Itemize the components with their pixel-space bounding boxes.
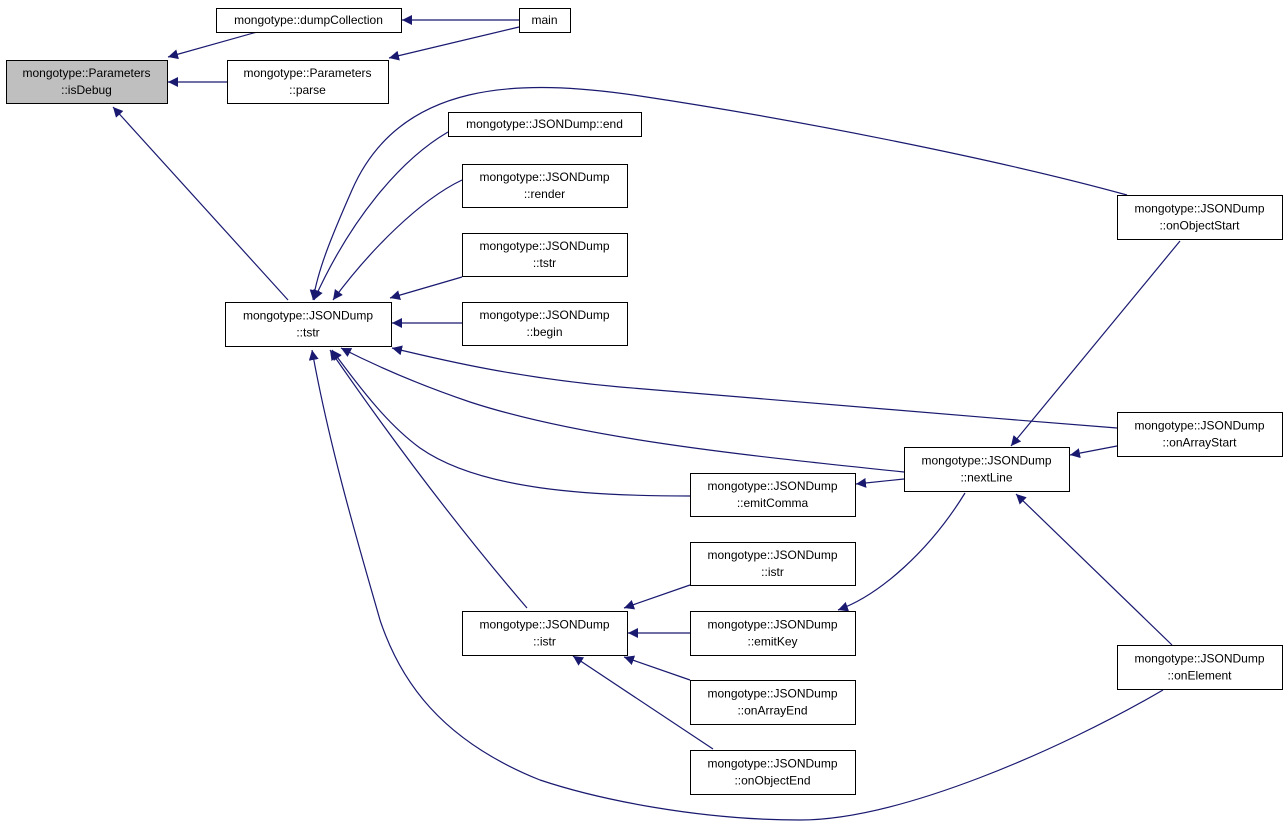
node-box	[1117, 195, 1283, 240]
node-label: ::istr	[533, 635, 556, 649]
node-onArrayEnd[interactable]: mongotype::JSONDump::onArrayEnd	[690, 680, 856, 725]
node-label: ::onArrayStart	[1162, 436, 1237, 450]
node-box	[690, 750, 856, 795]
node-label: ::onArrayEnd	[737, 704, 807, 718]
edge-end-to-tstr_main	[313, 131, 449, 301]
edge-nextLine-to-tstr_main	[340, 347, 905, 473]
edge-layer	[112, 15, 1181, 821]
node-label: ::emitKey	[747, 635, 797, 649]
edge-onObjectStart-to-nextLine	[1010, 240, 1181, 447]
node-emitComma[interactable]: mongotype::JSONDump::emitComma	[690, 473, 856, 517]
node-label: ::begin	[526, 325, 562, 339]
node-box	[519, 8, 571, 33]
node-label: mongotype::JSONDump::end	[466, 117, 623, 131]
node-label: ::parse	[289, 83, 326, 97]
edge-istr_main-to-tstr_main	[329, 349, 528, 609]
edge-tstr2-to-tstr_main	[389, 276, 463, 300]
node-box	[462, 233, 628, 277]
node-onObjectEnd[interactable]: mongotype::JSONDump::onObjectEnd	[690, 750, 856, 795]
node-onObjectStart[interactable]: mongotype::JSONDump::onObjectStart	[1117, 195, 1283, 240]
node-label: mongotype::JSONDump	[707, 479, 837, 493]
node-label: ::onElement	[1167, 669, 1232, 683]
node-label: mongotype::JSONDump	[1134, 652, 1264, 666]
edge-onElement-to-nextLine	[1015, 493, 1173, 646]
node-label: mongotype::JSONDump	[1134, 419, 1264, 433]
node-label: ::tstr	[533, 256, 556, 270]
node-onArrayStart[interactable]: mongotype::JSONDump::onArrayStart	[1117, 412, 1283, 457]
node-label: ::istr	[761, 565, 784, 579]
edge-nextLine-to-emitKey	[837, 492, 966, 612]
node-onElement[interactable]: mongotype::JSONDump::onElement	[1117, 645, 1283, 690]
edge-onArrayStart-to-tstr_main	[391, 345, 1118, 429]
node-label: main	[531, 13, 557, 27]
node-box	[462, 164, 628, 208]
node-begin[interactable]: mongotype::JSONDump::begin	[462, 302, 628, 346]
node-label: mongotype::JSONDump	[479, 308, 609, 322]
edge-nextLine-to-emitComma	[855, 477, 905, 488]
node-label: ::render	[524, 187, 565, 201]
node-label: ::onObjectStart	[1159, 219, 1240, 233]
edge-tstr_main-to-isDebug	[112, 106, 289, 301]
node-box	[690, 680, 856, 725]
node-label: mongotype::Parameters	[243, 66, 371, 80]
node-label: ::nextLine	[960, 471, 1012, 485]
node-label: mongotype::JSONDump	[479, 170, 609, 184]
node-box	[216, 8, 402, 33]
node-main[interactable]: main	[519, 8, 571, 33]
edge-onObjectEnd-to-istr_main	[572, 655, 714, 750]
node-box	[690, 542, 856, 586]
node-isDebug[interactable]: mongotype::Parameters::isDebug	[6, 60, 168, 104]
node-label: mongotype::JSONDump	[921, 454, 1051, 468]
edge-onArrayStart-to-nextLine	[1069, 445, 1118, 459]
node-label: mongotype::JSONDump	[707, 687, 837, 701]
node-nextLine[interactable]: mongotype::JSONDump::nextLine	[904, 447, 1070, 492]
node-box	[227, 60, 389, 104]
node-box	[904, 447, 1070, 492]
node-label: mongotype::JSONDump	[479, 618, 609, 632]
node-label: mongotype::dumpCollection	[234, 13, 383, 27]
edge-onObjectStart-to-tstr_main	[309, 86, 1128, 301]
node-box	[225, 302, 392, 347]
node-layer: mongotype::Parameters::isDebugmongotype:…	[6, 8, 1283, 795]
node-tstr_main[interactable]: mongotype::JSONDump::tstr	[225, 302, 392, 347]
node-label: mongotype::JSONDump	[243, 309, 373, 323]
node-label: ::emitComma	[737, 496, 809, 510]
node-label: mongotype::JSONDump	[479, 239, 609, 253]
node-box	[448, 112, 642, 137]
node-box	[1117, 645, 1283, 690]
node-box	[1117, 412, 1283, 457]
node-label: ::isDebug	[61, 83, 112, 97]
edge-main-to-parse	[388, 26, 520, 61]
node-box	[462, 302, 628, 346]
edge-onElement-to-tstr_main	[308, 349, 1164, 821]
node-label: mongotype::JSONDump	[707, 757, 837, 771]
edge-emitComma-to-tstr_main	[331, 349, 691, 497]
node-istr_right[interactable]: mongotype::JSONDump::istr	[690, 542, 856, 586]
edge-render-to-tstr_main	[332, 179, 463, 301]
node-label: ::onObjectEnd	[734, 774, 810, 788]
edge-dumpCollection-to-isDebug	[167, 31, 258, 60]
node-dumpCollection[interactable]: mongotype::dumpCollection	[216, 8, 402, 33]
node-box	[690, 473, 856, 517]
node-label: mongotype::Parameters	[22, 66, 150, 80]
node-emitKey[interactable]: mongotype::JSONDump::emitKey	[690, 611, 856, 656]
node-parse[interactable]: mongotype::Parameters::parse	[227, 60, 389, 104]
node-render[interactable]: mongotype::JSONDump::render	[462, 164, 628, 208]
node-box	[462, 611, 628, 656]
node-label: mongotype::JSONDump	[1134, 202, 1264, 216]
edge-onArrayEnd-to-istr_main	[623, 655, 691, 681]
node-label: mongotype::JSONDump	[707, 618, 837, 632]
node-tstr2[interactable]: mongotype::JSONDump::tstr	[462, 233, 628, 277]
node-box	[690, 611, 856, 656]
node-end[interactable]: mongotype::JSONDump::end	[448, 112, 642, 137]
edge-istr_right-to-istr_main	[623, 584, 691, 610]
node-label: mongotype::JSONDump	[707, 548, 837, 562]
node-istr_main[interactable]: mongotype::JSONDump::istr	[462, 611, 628, 656]
node-label: ::tstr	[296, 326, 319, 340]
node-box	[6, 60, 168, 104]
